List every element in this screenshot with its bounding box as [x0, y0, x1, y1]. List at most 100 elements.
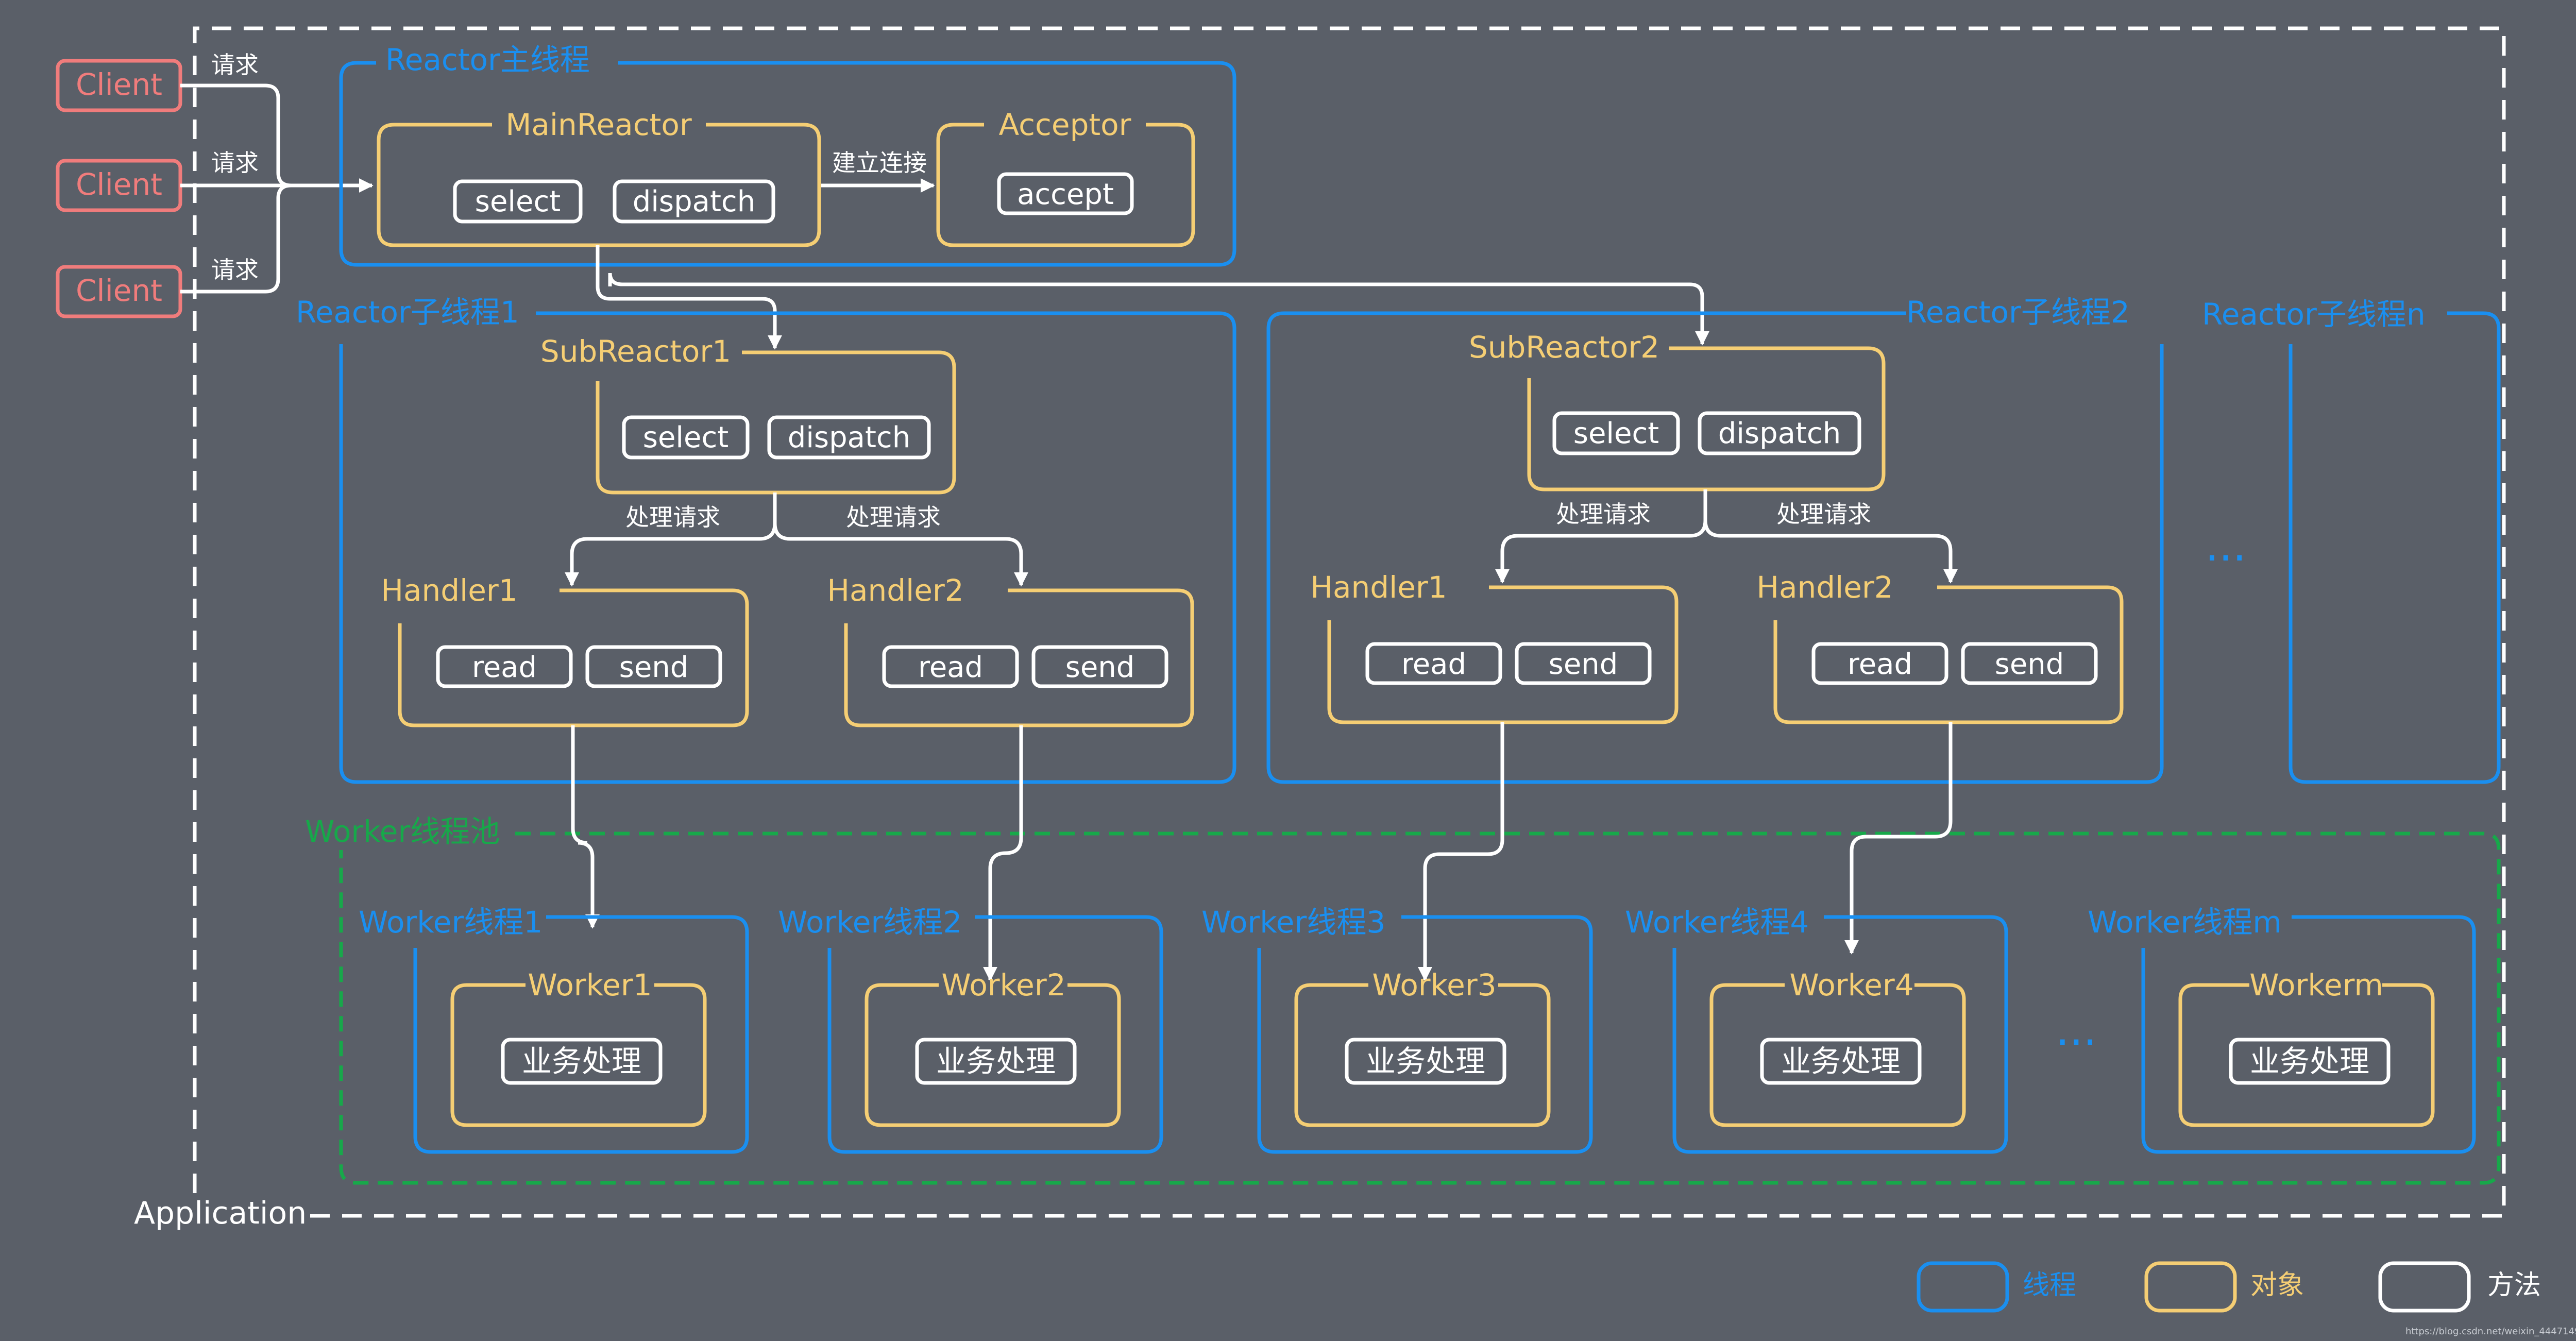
worker-thread-title: Worker线程1 — [359, 905, 543, 940]
dispatch-method-label: dispatch — [1718, 417, 1841, 450]
business-method-label: 业务处理 — [936, 1044, 1056, 1079]
watermark: https://blog.csdn.net/weixin_44471490 — [2405, 1326, 2576, 1337]
select-method-label: select — [475, 185, 561, 218]
handler-to-worker-lines — [571, 722, 1953, 981]
reactor-sub-thread-n: Reactor子线程n — [2202, 297, 2501, 784]
handler-title: Handler2 — [827, 573, 963, 608]
worker-title: Worker3 — [1372, 967, 1496, 1003]
accept-method — [997, 172, 1134, 215]
dispatch-method — [767, 415, 931, 460]
read-method — [436, 645, 573, 688]
request-label-3: 请求 — [211, 256, 259, 284]
handler-1-thread-1: Handler1 read send — [381, 573, 749, 727]
client-label: Client — [76, 167, 162, 202]
worker-thread-4: Worker线程4 Worker4 业务处理 — [1625, 905, 2008, 1154]
read-method-label: read — [1401, 648, 1466, 681]
client-label: Client — [76, 273, 162, 308]
send-method-label: send — [1065, 651, 1135, 684]
handler-title: Handler2 — [1756, 570, 1893, 605]
read-method-label: read — [918, 651, 983, 684]
send-method-label: send — [619, 651, 689, 684]
client-label: Client — [76, 67, 162, 102]
handler-2-thread-2: Handler2 read send — [1756, 570, 2124, 724]
reactor-sub-thread-2: Reactor子线程2 — [1266, 295, 2164, 784]
main-thread-title: Reactor主线程 — [385, 42, 590, 77]
read-method — [1811, 642, 1948, 685]
subreactor-2: SubReactor2 select dispatch — [1469, 330, 1886, 491]
worker-thread-title: Worker线程4 — [1625, 905, 1809, 940]
connect-label: 建立连接 — [832, 149, 927, 177]
worker-ellipsis: ··· — [2056, 1017, 2097, 1067]
request-label-1: 请求 — [211, 51, 259, 79]
main-reactor-title: MainReactor — [505, 107, 691, 142]
send-method — [585, 645, 722, 688]
worker-thread-m: Worker线程m Workerm 业务处理 — [2088, 905, 2476, 1154]
handler-1-thread-2: Handler1 read send — [1310, 570, 1679, 724]
worker-thread-title: Worker线程2 — [778, 905, 962, 940]
worker-title: Workerm — [2249, 967, 2383, 1003]
legend-object-swatch — [2144, 1261, 2237, 1313]
legend-method-label: 方法 — [2487, 1270, 2541, 1301]
worker-title: Worker1 — [528, 967, 652, 1003]
application-label: Application — [134, 1195, 307, 1231]
subreactor-2-handle-lines — [1495, 489, 1958, 584]
handle-label: 处理请求 — [846, 503, 941, 531]
business-method-label: 业务处理 — [1781, 1044, 1901, 1079]
select-method-label: select — [1573, 417, 1659, 450]
read-method — [882, 645, 1019, 688]
business-method-label: 业务处理 — [1366, 1044, 1485, 1079]
dispatch-method-label: dispatch — [788, 421, 910, 454]
legend-thread-label: 线程 — [2023, 1270, 2076, 1301]
legend-method-swatch — [2378, 1261, 2471, 1313]
acceptor-title: Acceptor — [998, 107, 1131, 142]
legend-thread-swatch — [1917, 1261, 2009, 1313]
accept-method-label: accept — [1017, 178, 1114, 211]
worker-title: Worker2 — [941, 967, 1065, 1003]
send-method-label: send — [1549, 648, 1618, 681]
send-method — [1031, 645, 1168, 688]
main-reactor: MainReactor select dispatch — [377, 107, 821, 247]
subreactor-1-handle-lines — [565, 493, 1028, 587]
send-method — [1515, 642, 1652, 685]
worker-thread-title: Worker线程3 — [1201, 905, 1385, 940]
send-method-label: send — [1995, 648, 2064, 681]
dispatch-method-label: dispatch — [633, 185, 755, 218]
client-3: Client — [56, 265, 182, 318]
dispatch-method — [613, 179, 775, 224]
handle-label: 处理请求 — [1776, 500, 1871, 528]
acceptor: Acceptor accept — [936, 107, 1195, 247]
subreactor-1: SubReactor1 select dispatch — [540, 334, 956, 495]
handle-label: 处理请求 — [625, 503, 720, 531]
worker-thread-1: Worker线程1 Worker1 业务处理 — [359, 905, 749, 1154]
subreactor-2-title: SubReactor2 — [1469, 330, 1659, 365]
legend: 线程 对象 方法 — [1917, 1261, 2541, 1313]
reactor-sub-thread-1: Reactor子线程1 — [296, 295, 1236, 784]
sub-thread-n-title: Reactor子线程n — [2202, 297, 2426, 332]
worker-pool-title: Worker线程池 — [305, 814, 500, 849]
business-method — [1760, 1038, 1922, 1085]
business-method — [501, 1038, 663, 1085]
request-label-2: 请求 — [211, 149, 259, 177]
subreactor-1-title: SubReactor1 — [540, 334, 731, 369]
client-2: Client — [56, 159, 182, 212]
dispatch-method — [1698, 411, 1861, 455]
select-method — [453, 179, 583, 224]
business-method — [915, 1038, 1077, 1085]
reactor-main-thread: Reactor主线程 — [339, 42, 1236, 267]
legend-object-label: 对象 — [2250, 1270, 2304, 1301]
handle-label: 处理请求 — [1556, 500, 1651, 528]
worker-pool: Worker线程池 — [305, 814, 2501, 1185]
application-boundary — [193, 26, 2506, 1218]
select-method — [622, 415, 750, 460]
handler-title: Handler1 — [1310, 570, 1447, 605]
reactor-ellipsis: ··· — [2205, 533, 2246, 583]
select-method-label: select — [643, 421, 728, 454]
worker-title: Worker4 — [1789, 967, 1913, 1003]
business-method-label: 业务处理 — [522, 1044, 641, 1079]
business-method — [2229, 1038, 2391, 1085]
read-method-label: read — [1848, 648, 1912, 681]
send-method — [1961, 642, 2098, 685]
worker-thread-title: Worker线程m — [2088, 905, 2282, 940]
business-method — [1345, 1038, 1506, 1085]
